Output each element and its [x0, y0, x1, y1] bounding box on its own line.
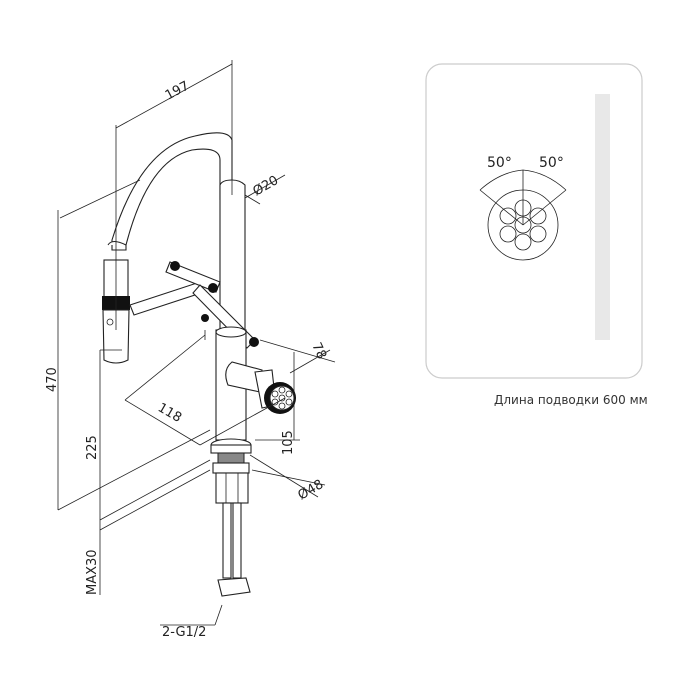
thread	[217, 452, 245, 464]
angle-left: 50°	[487, 155, 512, 171]
dim-spout-diameter: Ø20	[251, 173, 282, 199]
wall-bar	[595, 94, 610, 340]
hose-length-caption: Длина подводки 600 мм	[494, 393, 648, 407]
handle-cap	[170, 261, 180, 271]
dim-handle-height: 225	[85, 435, 100, 460]
dim-connection-thread: 2-G1/2	[162, 625, 206, 640]
dim-spout-reach: 197	[163, 79, 192, 104]
dim-handle-reach: 118	[155, 400, 184, 425]
dim-aerator-offset: 78	[308, 340, 329, 361]
angle-right: 50°	[539, 155, 564, 171]
rotation-panel: 50° 50°	[425, 63, 643, 379]
spout	[111, 132, 233, 251]
hose-left	[222, 502, 232, 579]
dimension-lines	[57, 60, 336, 626]
hose-nut	[217, 577, 251, 597]
faucet-drawing	[102, 132, 296, 597]
aerator-top-view	[479, 169, 567, 261]
dim-max-thickness: MAX30	[85, 549, 100, 595]
handle-arm	[129, 281, 205, 316]
hose-right	[232, 502, 242, 579]
dim-aerator-height: 105	[281, 430, 296, 455]
mounting-nut	[215, 472, 249, 504]
spout-upper-pipe	[219, 179, 246, 331]
dim-base-diameter: Ø48	[296, 477, 327, 503]
dim-total-height: 470	[45, 367, 60, 392]
